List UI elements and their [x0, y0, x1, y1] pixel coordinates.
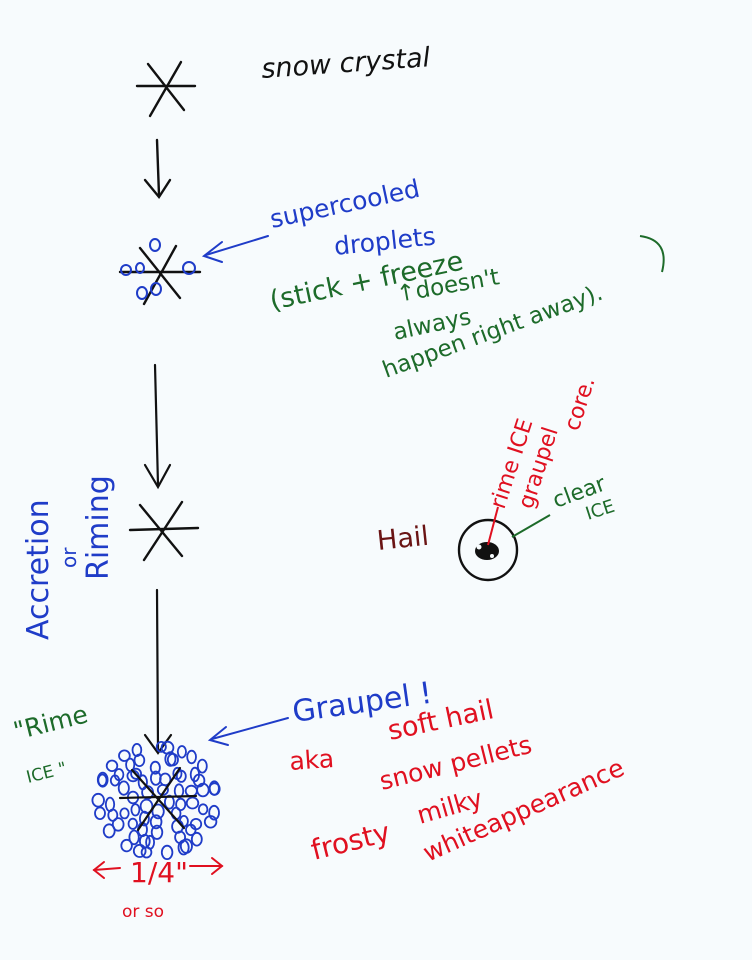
left-arrow-icon	[201, 235, 269, 263]
rime-droplet-icon	[149, 814, 163, 830]
rime-droplet-icon	[208, 782, 221, 796]
rime-ice-quote-label: ICE "	[24, 759, 68, 788]
rime-droplet-icon	[186, 749, 197, 765]
rime-droplet-icon	[137, 774, 148, 791]
rime-droplet-icon	[140, 846, 153, 859]
or-so-label: or so	[122, 902, 164, 922]
graupel-crystal-icon	[118, 766, 198, 832]
rime-droplet-icon	[160, 740, 175, 755]
rime-droplet-icon	[102, 823, 116, 839]
core-pointer-line	[487, 506, 499, 546]
riming-label: Riming	[81, 475, 116, 580]
clear-ice-pointer-line	[511, 514, 551, 538]
rime-droplet-icon	[130, 803, 141, 817]
rime-droplet-icon	[132, 843, 147, 858]
bracket-icon	[639, 235, 665, 273]
rime-droplet-icon	[197, 803, 209, 816]
crystal-with-droplets-icon	[118, 244, 202, 306]
down-arrow-icon	[143, 588, 173, 755]
rime-droplet-icon	[128, 829, 140, 846]
rime-droplet-icon	[176, 745, 187, 759]
size-arrows-icon	[92, 857, 224, 879]
rime-droplet-icon	[130, 767, 143, 780]
rime-droplet-icon	[203, 815, 218, 829]
rime-droplet-icon	[160, 844, 174, 861]
rime-droplet-icon	[170, 806, 182, 821]
down-arrow-icon	[143, 138, 172, 200]
rime-droplet-icon	[96, 771, 109, 788]
snow-crystal-icon	[135, 60, 197, 118]
quarter-inch-label: 1/4"	[130, 856, 188, 889]
droplets-icon	[120, 238, 196, 300]
rime-droplet-icon	[159, 772, 172, 787]
frosty-label: frosty	[308, 815, 394, 866]
rime-droplet-icon	[196, 758, 208, 774]
aka-label: aka	[288, 744, 335, 776]
rime-droplet-icon	[184, 784, 198, 798]
rime-droplet-icon	[117, 780, 130, 796]
snow-crystal-label: snow crystal	[260, 42, 431, 85]
rime-droplet-icon	[166, 753, 179, 767]
left-arrow-icon	[207, 717, 289, 746]
rime-droplet-icon	[119, 807, 130, 820]
down-arrow-icon	[143, 363, 172, 490]
rime-droplet-icon	[177, 839, 190, 856]
accretion-label: Accretion	[21, 499, 56, 640]
core-label: core.	[560, 374, 601, 434]
rime-droplet-icon	[120, 838, 133, 853]
rime-droplet-icon	[91, 792, 105, 808]
accreting-crystal-icon	[128, 500, 200, 562]
rime-droplet-icon	[185, 796, 200, 810]
rime-droplet-icon	[151, 803, 165, 820]
rime-droplet-icon	[111, 817, 125, 832]
rime-droplet-icon	[175, 769, 187, 783]
rime-droplet-icon	[125, 757, 136, 772]
rime-droplet-icon	[208, 804, 220, 821]
rime-droplet-icon	[94, 806, 106, 820]
rime-droplet-icon	[138, 810, 150, 827]
rime-quote-label: "Rime	[10, 699, 90, 745]
rime-droplet-icon	[190, 831, 203, 847]
or-label: or	[57, 547, 81, 568]
rime-droplet-icon	[131, 743, 143, 758]
rime-droplet-icon	[185, 823, 197, 837]
hail-label: Hail	[375, 521, 430, 557]
rime-droplet-icon	[155, 741, 167, 753]
graupel-droplets-icon	[91, 740, 221, 861]
rime-droplet-icon	[113, 768, 125, 782]
rime-droplet-icon	[127, 817, 139, 830]
rime-droplet-icon	[150, 824, 164, 840]
rime-droplet-icon	[104, 796, 116, 813]
rime-droplet-icon	[105, 759, 119, 773]
rime-droplet-icon	[149, 760, 161, 775]
rime-droplet-icon	[118, 749, 131, 762]
hailstone-icon	[457, 518, 519, 582]
